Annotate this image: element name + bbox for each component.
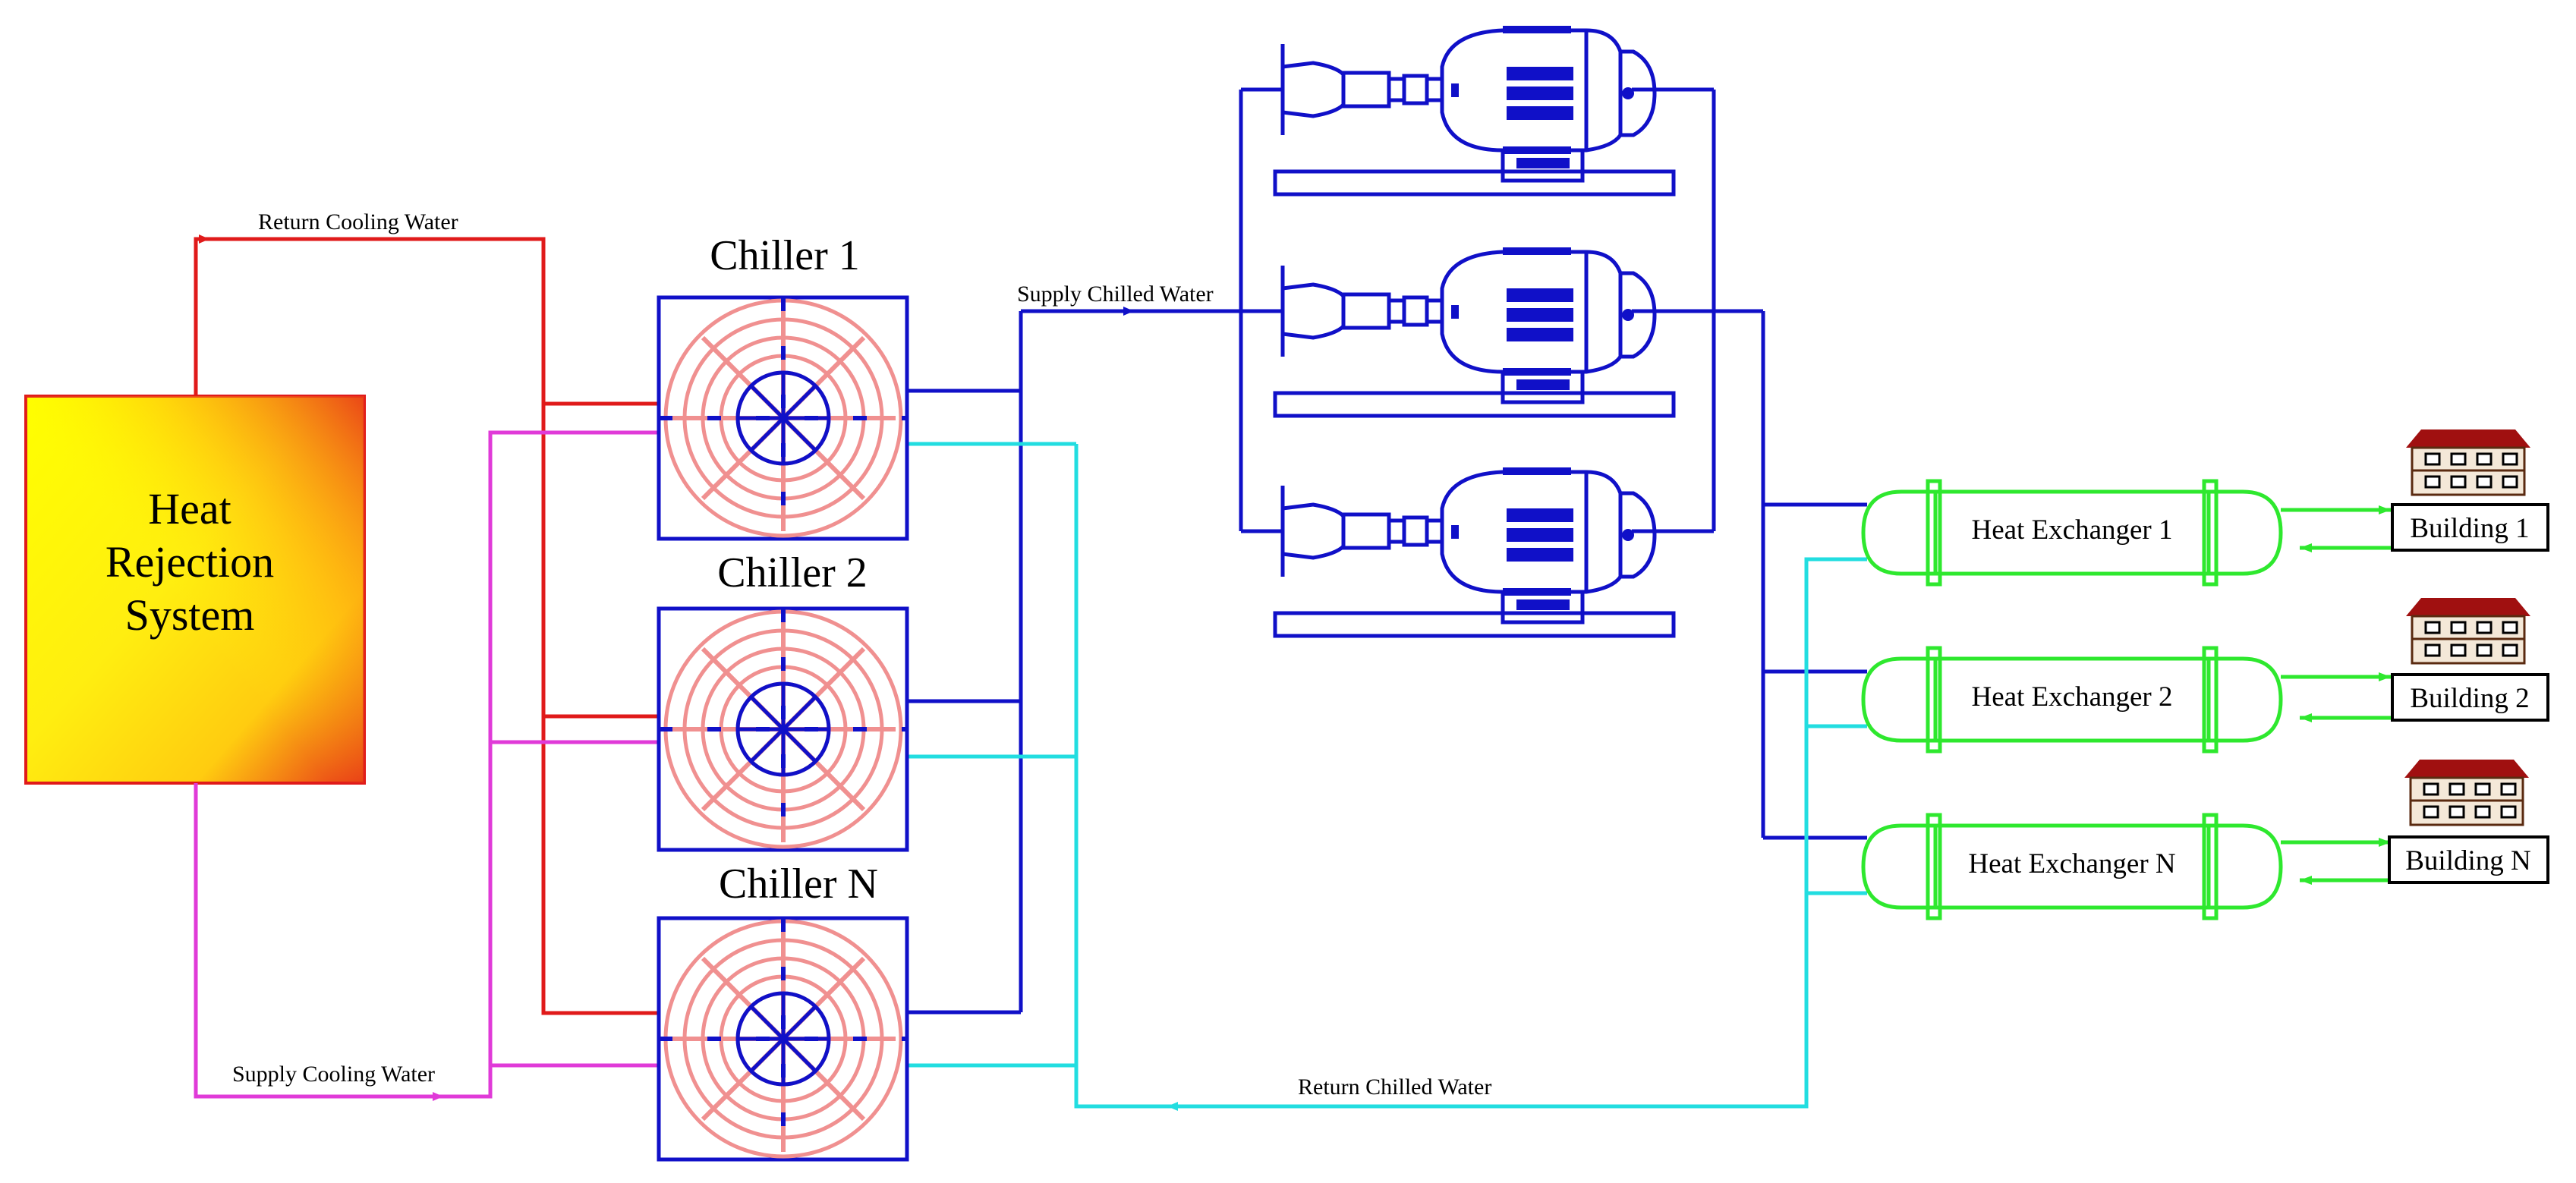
heat-exchanger-n xyxy=(1861,813,2283,920)
supply-cooling-arrow xyxy=(433,1092,443,1101)
heat-exchanger-2 xyxy=(1861,646,2283,754)
supply-chilled-arrow xyxy=(1123,307,1134,316)
building-n-label: Building N xyxy=(2405,845,2531,876)
chiller-n-label: Chiller N xyxy=(719,861,878,908)
building-loop-arrows xyxy=(2300,505,2391,885)
hrs-label-line2: Rejection xyxy=(105,537,274,587)
return-cooling-water-piping xyxy=(194,237,659,1015)
fan-hub xyxy=(659,609,907,850)
building-loops xyxy=(2281,508,2391,883)
hrs-label-line3: System xyxy=(125,590,255,640)
chiller-1 xyxy=(657,295,909,541)
fan-hub xyxy=(659,918,907,1159)
hrs-label-line1: Heat xyxy=(148,484,231,533)
fan-hub xyxy=(659,297,907,539)
building-1-box: Building 1 xyxy=(2391,503,2549,552)
return-cooling-arrow xyxy=(199,234,209,244)
chiller-2-label: Chiller 2 xyxy=(717,549,868,596)
pump-2 xyxy=(1273,247,1676,418)
heat-exchanger-2-label: Heat Exchanger 2 xyxy=(1971,681,2172,713)
pump-n xyxy=(1273,467,1676,638)
supply-cooling-water-label: Supply Cooling Water xyxy=(232,1062,435,1087)
pump-1 xyxy=(1273,26,1676,197)
building-1-icon xyxy=(2406,429,2530,496)
chiller-1-label: Chiller 1 xyxy=(710,232,860,279)
return-cooling-water-label: Return Cooling Water xyxy=(258,209,458,234)
supply-chilled-water-piping xyxy=(907,87,1867,1015)
building-1-label: Building 1 xyxy=(2410,513,2529,544)
building-2-box: Building 2 xyxy=(2391,673,2549,722)
supply-chilled-water-label: Supply Chilled Water xyxy=(1017,282,1214,307)
return-chilled-arrow xyxy=(1167,1102,1178,1111)
return-chilled-water-piping xyxy=(907,442,1867,1109)
chiller-n xyxy=(657,916,909,1162)
building-2-label: Building 2 xyxy=(2410,683,2529,714)
building-n-box: Building N xyxy=(2388,835,2549,884)
heat-exchanger-n-label: Heat Exchanger N xyxy=(1968,848,2175,879)
heat-exchanger-1-label: Heat Exchanger 1 xyxy=(1971,514,2172,546)
heat-rejection-system: Heat Rejection System xyxy=(24,395,366,785)
chiller-2 xyxy=(657,606,909,852)
building-n-icon xyxy=(2404,760,2529,826)
building-2-icon xyxy=(2406,598,2530,665)
supply-cooling-water-piping xyxy=(194,430,659,1099)
heat-exchanger-1 xyxy=(1861,479,2283,587)
return-chilled-water-label: Return Chilled Water xyxy=(1298,1074,1491,1100)
